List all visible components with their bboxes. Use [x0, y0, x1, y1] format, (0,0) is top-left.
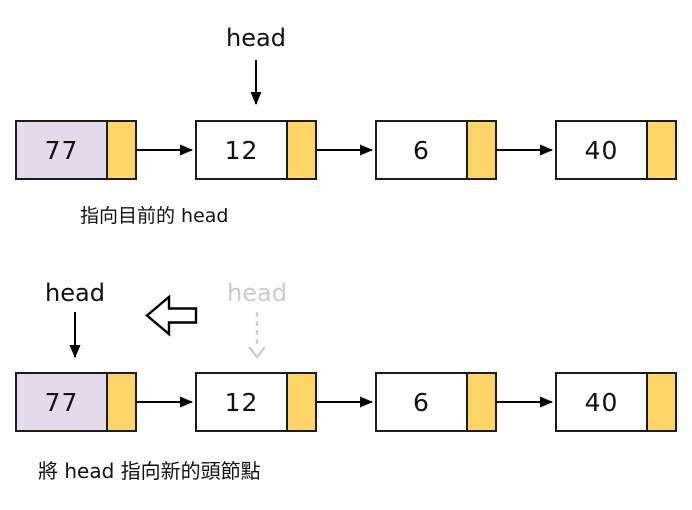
step2-node-12: 12 [195, 372, 317, 432]
node-pointer-cell [286, 374, 315, 430]
node-value: 6 [413, 387, 430, 417]
step1-head-label: head [226, 24, 286, 52]
step2-head-label: head [45, 279, 105, 307]
step1-node-40: 40 [555, 120, 677, 180]
step1-node-12: 12 [195, 120, 317, 180]
node-value: 40 [584, 387, 619, 417]
step1-node-6: 6 [375, 120, 497, 180]
node-pointer-cell [646, 374, 675, 430]
node-pointer-cell [646, 122, 675, 178]
step1-node-77: 77 [15, 120, 137, 180]
node-pointer-cell [466, 122, 495, 178]
step2-node-6: 6 [375, 372, 497, 432]
step2-old-head-arrowhead-icon [248, 346, 266, 359]
step1-caption: 指向目前的 head [80, 205, 229, 227]
node-pointer-cell [106, 122, 135, 178]
node-value: 12 [224, 387, 259, 417]
node-pointer-cell [106, 374, 135, 430]
node-value: 77 [44, 135, 79, 165]
step2-caption: 將 head 指向新的頭節點 [38, 459, 261, 483]
node-value: 6 [413, 135, 430, 165]
step2-old-head-label: head [227, 279, 287, 307]
node-pointer-cell [286, 122, 315, 178]
node-value: 12 [224, 135, 259, 165]
step2-node-40: 40 [555, 372, 677, 432]
step2-node-77: 77 [15, 372, 137, 432]
node-value: 40 [584, 135, 619, 165]
node-pointer-cell [466, 374, 495, 430]
move-head-left-block-arrow-icon [145, 294, 198, 337]
node-value: 77 [44, 387, 79, 417]
